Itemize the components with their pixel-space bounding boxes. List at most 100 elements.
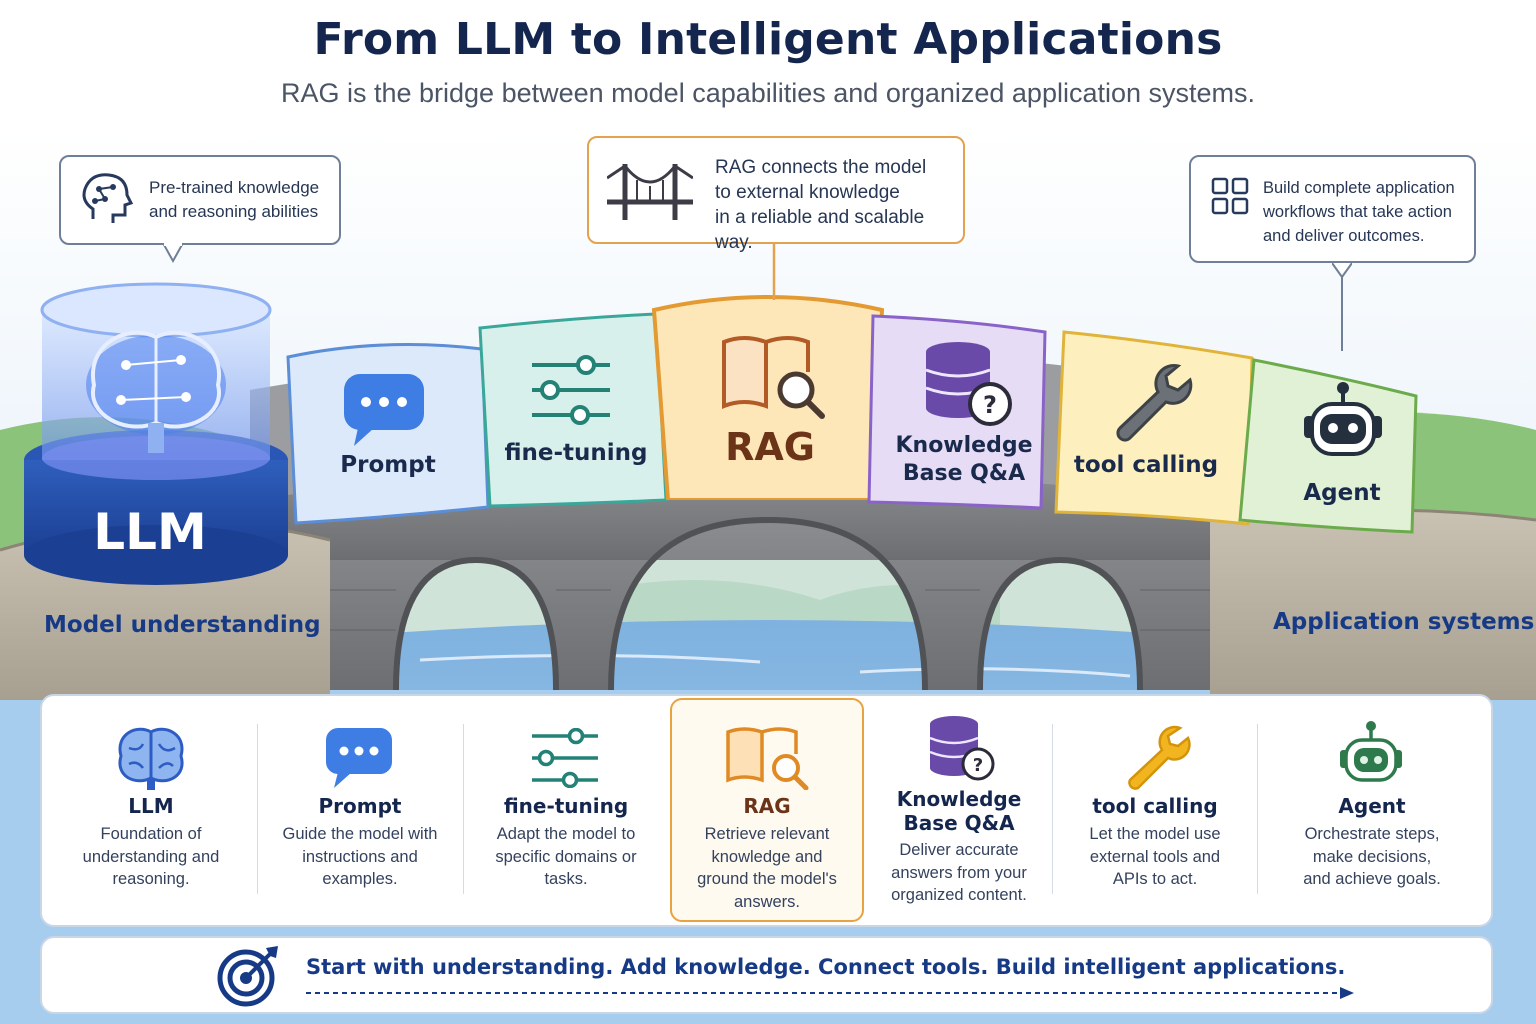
bridge-icon (607, 163, 693, 220)
step-desc: Adapt the model to specific domains or t… (478, 823, 654, 891)
right-caption: Application systems (1273, 609, 1535, 635)
step-desc-line: make decisions, (1312, 847, 1432, 866)
step-tool-calling: tool calling Let the model use external … (1054, 694, 1256, 923)
callout-right-line1: Build complete application (1263, 179, 1455, 197)
step-agent: Agent Orchestrate steps, make decisions,… (1260, 694, 1484, 923)
robot-icon (1304, 382, 1382, 456)
step-title: Agent (1338, 794, 1406, 818)
footer-text: Start with understanding. Add knowledge.… (306, 955, 1346, 979)
step-fine-tuning: fine-tuning Adapt the model to specific … (464, 694, 668, 923)
step-desc-line: reasoning. (112, 870, 190, 888)
tile-label-knowledge-line1: Knowledge (895, 433, 1033, 458)
step-desc-line: tasks. (544, 870, 588, 888)
svg-text:?: ? (983, 391, 997, 419)
grid-apps-icon (1211, 177, 1249, 215)
step-desc-line: Adapt the model to (496, 825, 636, 843)
chat-bubble-icon (344, 374, 424, 446)
callout-center-line2: to external knowledge (715, 182, 900, 203)
step-title: Knowledge Base Q&A (866, 787, 1052, 835)
book-search-icon (722, 336, 825, 419)
callout-center-line1: RAG connects the model (715, 157, 927, 178)
step-desc-line: knowledge and (711, 847, 823, 866)
step-title: fine-tuning (503, 794, 629, 818)
svg-text:?: ? (973, 755, 983, 776)
step-desc-line: Orchestrate steps, (1304, 825, 1440, 843)
step-desc: Retrieve relevant knowledge and ground t… (686, 823, 848, 913)
callout-center-connector (772, 244, 776, 300)
callout-left-line1: Pre-trained knowledge (149, 178, 320, 197)
tile-label-prompt: Prompt (340, 452, 436, 478)
tile-label-tool-calling: tool calling (1073, 452, 1219, 478)
callout-left-line2: and reasoning abilities (149, 202, 319, 221)
page-title: From LLM to Intelligent Applications (313, 14, 1223, 65)
tile-label-knowledge-line2: Base Q&A (902, 461, 1026, 486)
step-desc-line: instructions and (302, 847, 418, 866)
step-desc-line: Let the model use (1089, 825, 1221, 843)
step-title: Prompt (318, 794, 402, 818)
tile-label-rag: RAG (725, 425, 815, 469)
step-title-line: Base Q&A (903, 811, 1015, 835)
step-desc-line: ground the model's (697, 870, 837, 888)
callout-left: Pre-trained knowledge and reasoning abil… (59, 155, 341, 245)
database-question-icon: ? (925, 342, 1012, 426)
wrench-icon (1116, 364, 1193, 442)
left-caption: Model understanding (44, 612, 321, 638)
page-subtitle: RAG is the bridge between model capabili… (280, 78, 1256, 108)
tile-label-knowledge: Knowledge Base Q&A (880, 432, 1048, 488)
callout-right-connector (1332, 262, 1352, 351)
step-rag: RAG Retrieve relevant knowledge and grou… (672, 694, 862, 923)
chat-bubble-icon (326, 728, 392, 788)
column-divider (1052, 724, 1053, 894)
step-desc-line: Retrieve relevant (704, 825, 830, 843)
step-desc-line: examples. (322, 870, 398, 888)
callout-center-line3: in a reliable and scalable way. (715, 207, 925, 253)
step-desc-line: APIs to act. (1112, 870, 1198, 888)
step-title: LLM (128, 794, 174, 818)
sliders-icon (532, 355, 610, 425)
callout-left-pointer (163, 243, 183, 264)
column-divider (1257, 724, 1258, 894)
sliders-icon (532, 728, 598, 788)
callout-right: Build complete application workflows tha… (1189, 155, 1476, 263)
step-title-line: Knowledge (896, 787, 1022, 811)
step-desc-line: and achieve goals. (1303, 870, 1441, 888)
llm-cylinder (24, 282, 288, 585)
book-search-icon (726, 727, 809, 790)
head-network-icon (82, 173, 134, 223)
llm-base-label: LLM (93, 503, 207, 561)
column-divider (257, 724, 258, 894)
callout-right-line3: and deliver outcomes. (1263, 227, 1425, 245)
step-desc: Deliver accurate answers from your organ… (880, 839, 1038, 907)
step-desc-line: answers. (733, 892, 801, 911)
database-question-icon: ? (929, 716, 995, 781)
brain-icon (118, 727, 184, 790)
step-prompt: Prompt Guide the model with instructions… (258, 694, 462, 923)
step-desc: Guide the model with instructions and ex… (272, 823, 448, 891)
step-title: tool calling (1092, 794, 1218, 818)
step-desc-line: Foundation of (100, 825, 202, 843)
step-desc-line: Guide the model with (282, 825, 438, 843)
step-desc: Orchestrate steps, make decisions, and a… (1274, 823, 1470, 891)
target-icon (217, 946, 278, 1007)
step-desc-line: Deliver accurate (899, 841, 1019, 859)
dashed-arrow (306, 987, 1354, 999)
step-desc-line: external tools and (1089, 847, 1221, 866)
step-desc-line: understanding and (82, 847, 220, 866)
step-llm: LLM Foundation of understanding and reas… (48, 694, 254, 923)
step-knowledge-base: ? Knowledge Base Q&A Deliver accurate an… (866, 694, 1052, 923)
column-divider (463, 724, 464, 894)
brain-icon (86, 330, 226, 453)
footer-banner: Start with understanding. Add knowledge.… (40, 936, 1493, 1014)
step-desc: Let the model use external tools and API… (1068, 823, 1242, 891)
callout-center: RAG connects the model to external knowl… (587, 136, 965, 253)
tile-label-agent: Agent (1303, 480, 1381, 506)
step-desc: Foundation of understanding and reasonin… (62, 823, 240, 891)
robot-icon (1340, 721, 1402, 782)
step-title: RAG (743, 794, 791, 818)
step-desc-line: specific domains or (495, 847, 637, 866)
step-desc-line: answers from your (891, 863, 1027, 882)
wrench-icon (1128, 725, 1191, 790)
callout-right-line2: workflows that take action (1263, 203, 1452, 221)
rag-highlight-box (670, 698, 864, 922)
step-desc-line: organized content. (891, 886, 1027, 904)
